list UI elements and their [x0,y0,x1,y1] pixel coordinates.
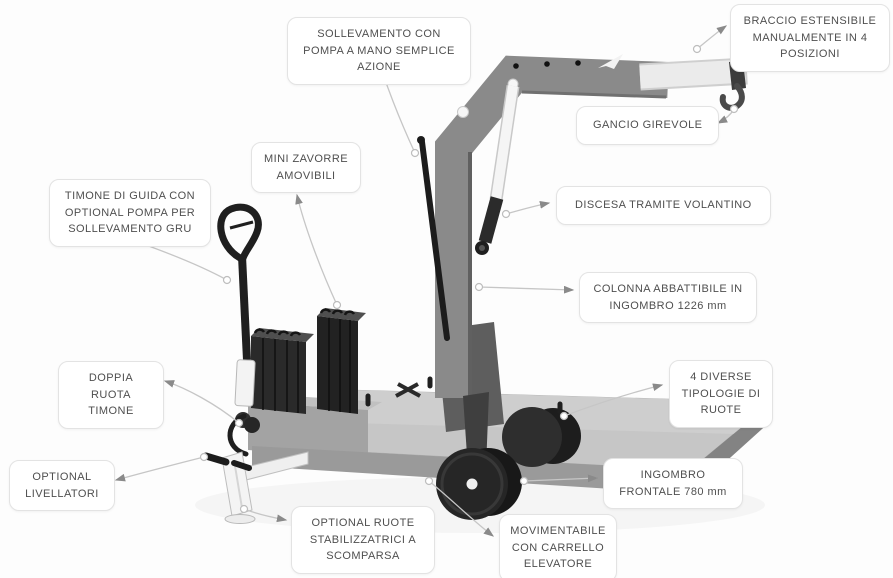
leader-zavorre [295,193,338,306]
leader-colonna [478,285,575,294]
leader-movimentabile [428,480,495,537]
callout-label: TIMONE DI GUIDA CON OPTIONAL POMPA PER S… [64,190,196,235]
leader-sollevamento [382,72,416,154]
stabilizer-foot [224,514,256,524]
hydraulic-cylinder [475,85,520,255]
leveler-handle [202,452,230,466]
leader-lines [114,25,739,537]
callout-label: 4 DIVERSE TIPOLOGIE DI RUOTE [681,371,761,416]
leader-discesa [505,200,551,215]
leader-tipologie-ruote [563,383,664,417]
callout-zavorre: MINI ZAVORRE AMOVIBILI [251,142,361,193]
callout-stabilizzatrici: OPTIONAL RUOTE STABILIZZATRICI A SCOMPAR… [291,506,435,574]
callout-discesa: DISCESA TRAMITE VOLANTINO [556,186,771,225]
leader-doppia-ruota [163,380,240,424]
callout-ingombro: INGOMBRO FRONTALE 780 mm [603,458,743,509]
callout-movimentabile: MOVIMENTABILE CON CARRELLO ELEVATORE [499,514,617,578]
callout-label: COLONNA ABBATTIBILE IN INGOMBRO 1226 mm [593,283,743,312]
callout-label: MOVIMENTABILE CON CARRELLO ELEVATORE [510,525,606,570]
leader-ingombro [523,474,599,483]
leader-livellatori [114,456,205,482]
rear-wheel [502,407,581,467]
platform-pins [365,376,563,415]
callout-label: MINI ZAVORRE AMOVIBILI [263,153,349,182]
callout-label: OPTIONAL LIVELLATORI [25,471,99,500]
boom-position-holes [513,54,623,69]
callout-label: DOPPIA RUOTA TIMONE [88,372,134,417]
stabilizer-jack [202,451,309,524]
brand-logo [598,54,623,69]
leader-braccio [696,25,728,50]
crane-mast [435,55,669,398]
counterweights [251,308,366,414]
hand-pump-lever [417,136,450,341]
callout-colonna: COLONNA ABBATTIBILE IN INGOMBRO 1226 mm [579,272,757,323]
callout-label: GANCIO GIREVOLE [593,119,703,131]
callout-braccio: BRACCIO ESTENSIBILE MANUALMENTE IN 4 POS… [730,4,890,72]
callout-label: INGOMBRO FRONTALE 780 mm [619,469,727,498]
callout-tipologie-ruote: 4 DIVERSE TIPOLOGIE DI RUOTE [669,360,773,428]
callout-livellatori: OPTIONAL LIVELLATORI [9,460,115,511]
tiller-handle [217,203,262,433]
tiller-wheel [244,417,260,433]
side-handle [227,413,249,457]
callout-label: OPTIONAL RUOTE STABILIZZATRICI A SCOMPAR… [309,517,417,562]
machine [202,54,773,524]
callout-label: DISCESA TRAMITE VOLANTINO [575,199,752,211]
extensible-arm [639,57,748,91]
callout-doppia-ruota: DOPPIA RUOTA TIMONE [58,361,164,429]
callout-timone-guida: TIMONE DI GUIDA CON OPTIONAL POMPA PER S… [49,179,211,247]
callout-gancio: GANCIO GIREVOLE [576,106,720,145]
callout-label: SOLLEVAMENTO CON POMPA A MANO SEMPLICE A… [303,28,455,73]
callout-label: BRACCIO ESTENSIBILE MANUALMENTE IN 4 POS… [743,15,877,60]
mast-pivot [457,106,469,118]
callout-sollevamento: SOLLEVAMENTO CON POMPA A MANO SEMPLICE A… [287,17,471,85]
